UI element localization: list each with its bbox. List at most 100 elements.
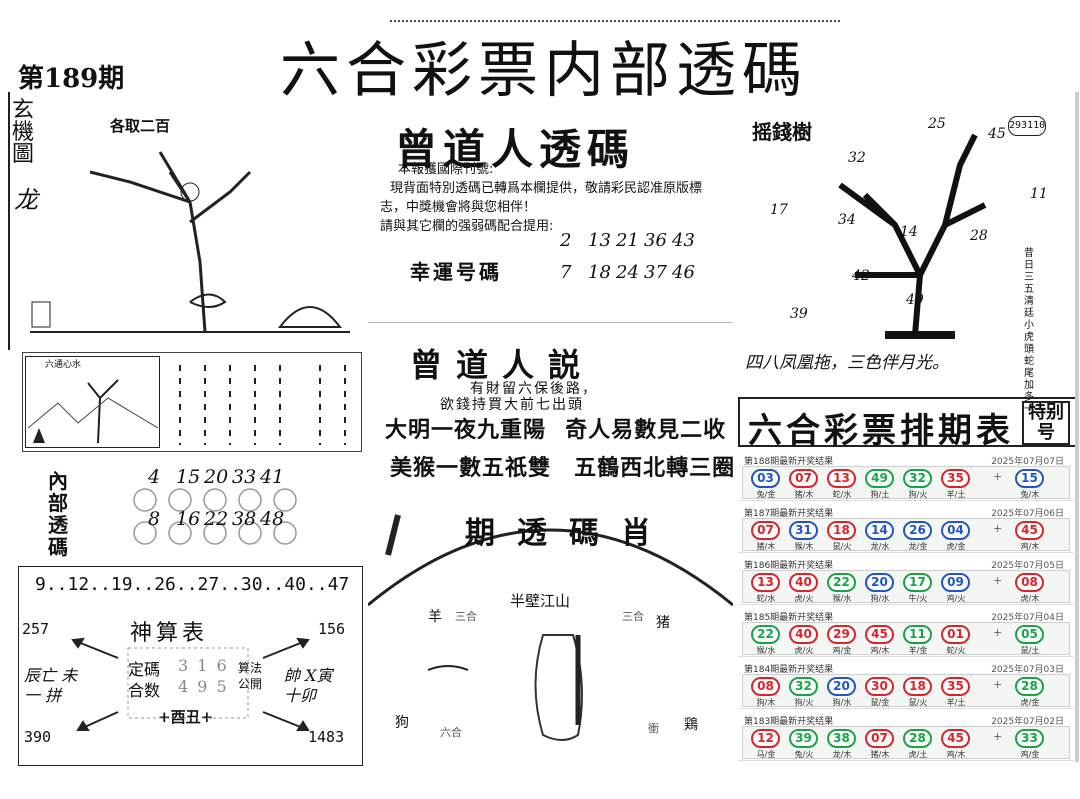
zodiac-label: 鸡/金 [832, 646, 852, 655]
liutong-label: 六通心水 [45, 360, 82, 370]
lucky-num: 21 [616, 230, 639, 251]
tree-num: 14 [900, 224, 918, 240]
result-date: 2025年07月03日 [991, 665, 1064, 675]
zodiac-label: 猴/水 [756, 646, 776, 655]
xuanji-caption: 各取二百 [110, 117, 171, 135]
neibu-num: 20 [204, 466, 229, 488]
number-ball: 30 [865, 677, 894, 696]
liutong-box [25, 356, 160, 448]
says-quotes-1: 大明一夜九重陽 奇人易數見二收 [385, 412, 726, 444]
zodiac-label: 羊/土 [946, 698, 966, 707]
shensuan-arrows [71, 637, 310, 731]
number-ball: 49 [865, 469, 894, 488]
neibu-num: 16 [176, 508, 201, 530]
shensuan-right-side: 帥 X寅 十卯 [284, 666, 333, 705]
neibu-num: 8 [148, 508, 161, 530]
dingma-value: 3 1 6 [178, 656, 229, 675]
zodiac-label: 虎/火 [794, 646, 814, 655]
tree-num: 42 [852, 268, 870, 284]
qi-sanhe-left: 三合 [455, 610, 477, 623]
neibu-num: 15 [176, 466, 201, 488]
shensuan-right-bottom: 1483 [308, 728, 345, 746]
zodiac-label: 鸡/火 [946, 594, 966, 603]
tree-num: 11 [1030, 186, 1048, 202]
zengdao-title: 曾道人透碼 [395, 125, 636, 174]
neibu-num: 22 [204, 508, 229, 530]
tree-num: 34 [838, 212, 856, 228]
shensuan-panel [18, 566, 363, 766]
neibu-title: 內部透碼 [48, 469, 68, 559]
number-ball: 40 [789, 625, 818, 644]
zodiac-label: 兔/木 [1020, 490, 1040, 499]
top-scan-noise [390, 0, 840, 22]
zodiac-label: 鸡/木 [946, 750, 966, 759]
number-ball: 39 [789, 729, 818, 748]
separator [368, 322, 733, 344]
number-ball: 01 [941, 625, 970, 644]
number-ball: 13 [827, 469, 856, 488]
qi-liuhe: 六合 [440, 726, 462, 739]
quote: 美猴一數五祇雙 [390, 455, 552, 481]
tree-num: 32 [848, 150, 866, 166]
liutong-panel [22, 352, 362, 452]
notice-line: 志，中獎機會將與您相伴！ [380, 200, 537, 215]
qi-chong: 衝 [648, 722, 659, 735]
special-ball: 08 [1015, 573, 1044, 592]
xuanji-glyph: 龙 [14, 186, 38, 214]
number-ball: 29 [827, 625, 856, 644]
qi-poem: 半壁江山 [510, 592, 571, 610]
shensuan-bottom: +酉丑+ [158, 708, 214, 726]
quote: 奇人易數見二收 [565, 417, 727, 443]
number-ball: 32 [903, 469, 932, 488]
result-title: 第186期最新开奖结果 [744, 561, 834, 571]
zodiac-label: 马/金 [756, 750, 776, 759]
number-ball: 38 [827, 729, 856, 748]
lucky-num: 13 [588, 230, 611, 251]
right-edge-strip [1075, 92, 1079, 762]
zengdao-lucky-label: 幸運号碼 [410, 260, 502, 284]
number-ball: 35 [941, 469, 970, 488]
tree-num: 45 [988, 126, 1006, 142]
shensuan-title: 神算表 [130, 621, 209, 646]
plus-sign: + [993, 730, 1003, 743]
result-date: 2025年07月04日 [991, 613, 1064, 623]
zodiac-label: 鼠/金 [870, 698, 890, 707]
lucky-num: 2 [560, 230, 572, 251]
neibu-num: 33 [232, 466, 257, 488]
zodiac-label: 龙/金 [908, 542, 928, 551]
number-ball: 18 [903, 677, 932, 696]
lucky-num: 36 [644, 230, 667, 251]
yaoqian-title: 摇錢樹 [752, 120, 812, 144]
qi-left-tag: 羊 [428, 609, 442, 625]
zodiac-label: 狗/木 [756, 698, 776, 707]
zodiac-label: 虎/木 [1020, 594, 1040, 603]
special-ball: 45 [1015, 521, 1044, 540]
shensuan-left-top: 257 [22, 620, 50, 638]
tree-num: 17 [770, 202, 788, 218]
neibu-num: 41 [260, 466, 285, 488]
number-ball: 20 [827, 677, 856, 696]
page-title: 六合彩票内部透碼 [280, 36, 808, 106]
tree-num: 28 [970, 228, 988, 244]
zodiac-label: 狗/水 [832, 698, 852, 707]
plus-sign: + [993, 470, 1003, 483]
tree-num: 49 [906, 292, 924, 308]
neibu-num: 48 [260, 508, 285, 530]
zodiac-label: 猴/水 [832, 594, 852, 603]
notice-line: 請與其它欄的强弱碼配合提用: [380, 219, 554, 234]
zodiac-label: 鸡/木 [870, 646, 890, 655]
lucky-num: 24 [616, 262, 639, 283]
neibu-num: 38 [232, 508, 257, 530]
result-title: 第187期最新开奖结果 [744, 509, 834, 519]
zodiac-label: 虎/土 [908, 750, 928, 759]
number-ball: 22 [827, 573, 856, 592]
xuanji-panel [8, 92, 358, 350]
issue-number: 第189期 [18, 64, 125, 94]
